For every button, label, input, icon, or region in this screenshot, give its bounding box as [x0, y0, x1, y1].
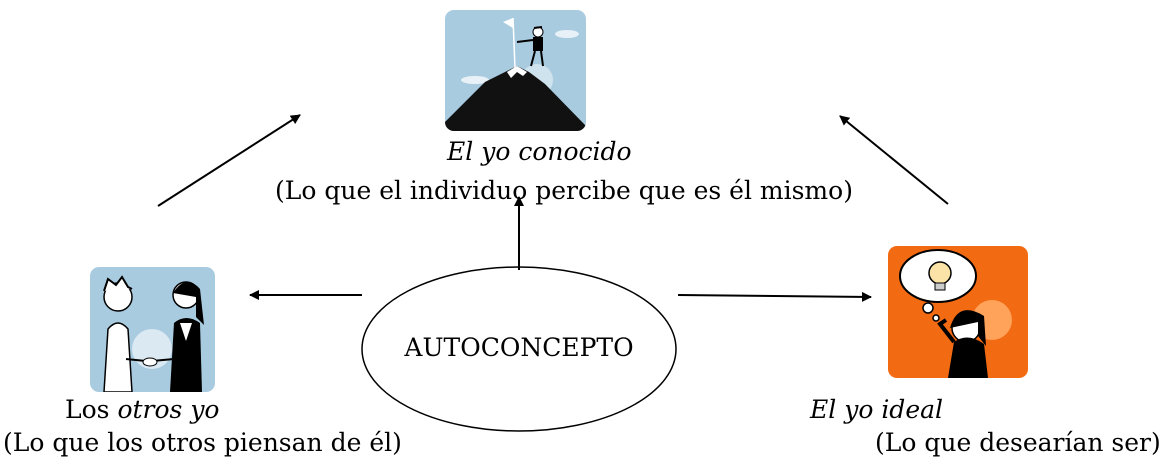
handshake-people-icon: [90, 267, 215, 392]
others-self-title-italic: otros yo: [117, 395, 220, 424]
arrow-center-to-ideal: [677, 291, 872, 302]
others-self-title: Los otros yo: [65, 395, 220, 425]
known-self-title: El yo conocido: [447, 137, 632, 166]
arrow-others-to-known: [157, 114, 301, 207]
center-label: AUTOCONCEPTO: [404, 333, 634, 362]
autoconcepto-ellipse: [361, 266, 677, 432]
ideal-self-description: (Lo que desearían ser): [875, 428, 1161, 457]
thinking-lightbulb-icon: [888, 246, 1028, 378]
mountain-summit-flag-icon: [445, 10, 586, 131]
arrow-ideal-to-known: [839, 115, 949, 205]
ideal-self-title: El yo ideal: [810, 395, 944, 424]
others-self-title-plain: Los: [65, 395, 118, 424]
others-self-description: (Lo que los otros piensan de él): [3, 428, 402, 457]
known-self-description: (Lo que el individuo percibe que es él m…: [275, 176, 853, 205]
